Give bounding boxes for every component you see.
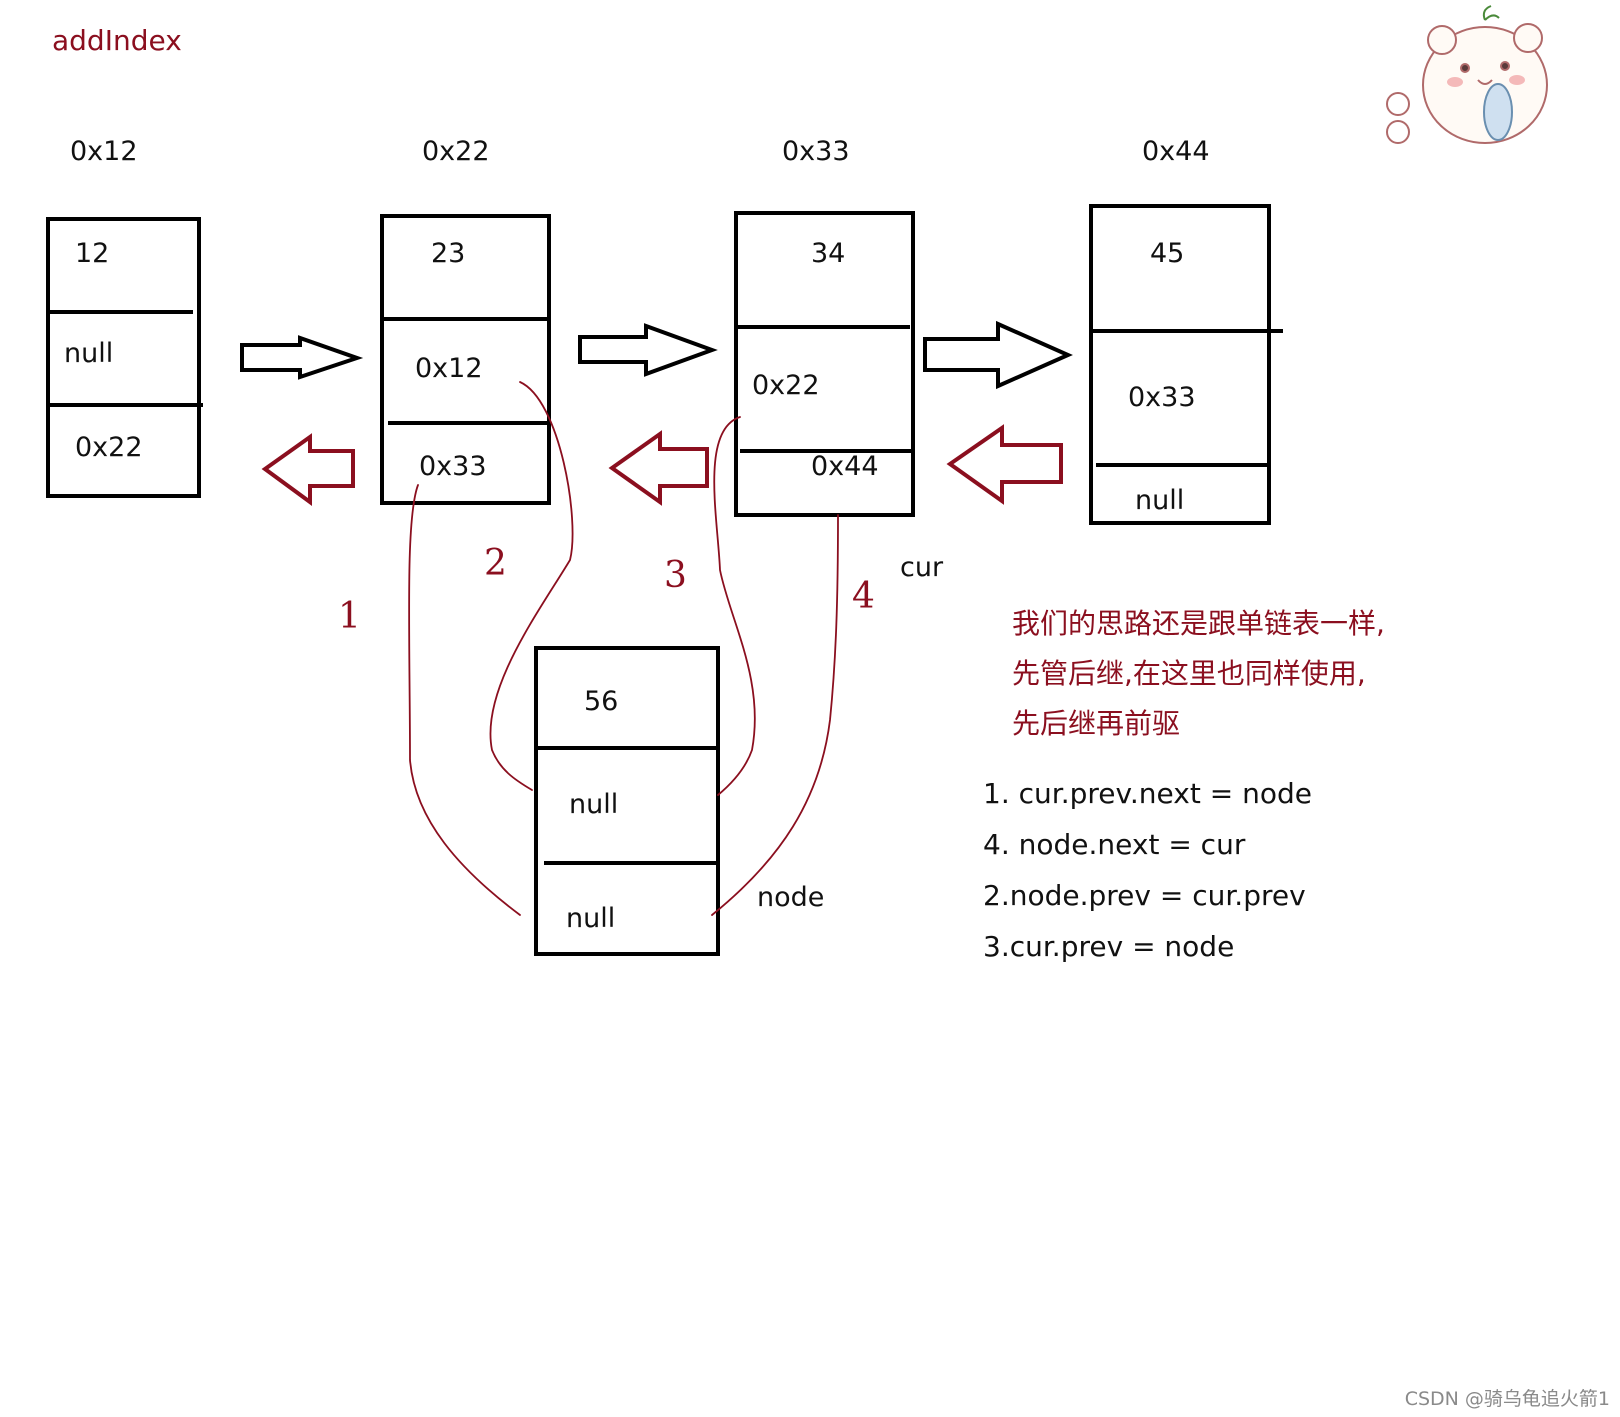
note-line: 先后继再前驱 (1012, 707, 1181, 740)
node-prev: 0x22 (752, 370, 820, 401)
code-step: 1. cur.prev.next = node (983, 777, 1312, 810)
step-number: 4 (852, 576, 875, 617)
address-label: 0x44 (1142, 136, 1210, 167)
node-box (380, 214, 551, 505)
link-curve (489, 381, 574, 791)
address-label: 0x33 (782, 136, 850, 167)
page-title: addIndex (52, 24, 182, 57)
watermark: CSDN @骑乌龟追火箭1 (1404, 1388, 1610, 1410)
left-arrow-icon (946, 424, 1063, 505)
node-box (1089, 204, 1271, 525)
address-label: 0x22 (422, 136, 490, 167)
node-prev: 0x12 (415, 353, 483, 384)
node-value: 45 (1150, 238, 1185, 269)
note-line: 先管后继,在这里也同样使用, (1012, 657, 1366, 690)
right-arrow-icon (578, 323, 718, 377)
right-arrow-icon (923, 320, 1073, 390)
note-line: 我们的思路还是跟单链表一样, (1012, 607, 1385, 640)
node-value: 34 (811, 238, 846, 269)
link-curve (713, 416, 756, 796)
node-label: node (757, 882, 825, 913)
node-next: 0x22 (75, 432, 143, 463)
left-arrow-icon (261, 433, 355, 506)
step-number: 2 (484, 543, 507, 584)
node-box (734, 211, 915, 517)
new-node-box (534, 646, 720, 956)
node-value: 23 (431, 238, 466, 269)
new-node-value: 56 (584, 686, 619, 717)
right-arrow-icon (240, 335, 364, 380)
node-next: null (1135, 485, 1185, 516)
cur-label: cur (900, 552, 944, 583)
step-number: 3 (664, 555, 687, 596)
node-prev: null (64, 338, 114, 369)
node-next: 0x44 (811, 451, 879, 482)
left-arrow-icon (608, 430, 709, 506)
step-number: 1 (338, 596, 361, 637)
new-node-next: null (566, 903, 616, 934)
node-value: 12 (75, 238, 110, 269)
new-node-prev: null (569, 789, 619, 820)
link-curve (711, 514, 839, 916)
bear-mascot-icon (1386, 5, 1548, 144)
code-step: 2.node.prev = cur.prev (983, 879, 1306, 912)
link-curve (408, 484, 521, 916)
code-step: 4. node.next = cur (983, 828, 1246, 861)
node-prev: 0x33 (1128, 382, 1196, 413)
node-next: 0x33 (419, 451, 487, 482)
code-step: 3.cur.prev = node (983, 930, 1235, 963)
node-box (46, 217, 201, 498)
address-label: 0x12 (70, 136, 138, 167)
